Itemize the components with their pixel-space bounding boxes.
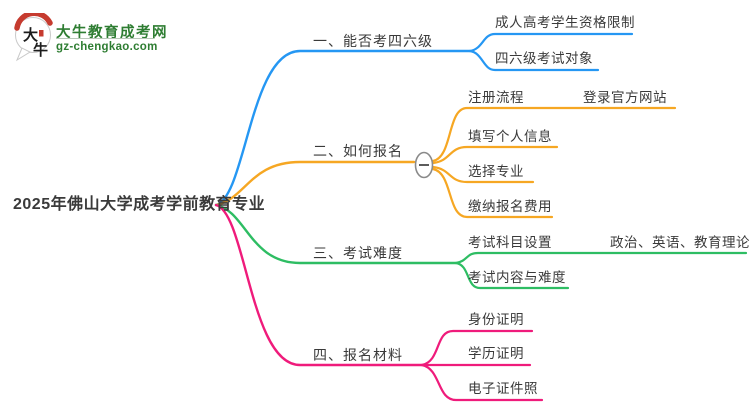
logo-red-seal-icon bbox=[39, 30, 44, 37]
branch2-main-line bbox=[214, 160, 416, 207]
branch3-child1-node: 考试科目设置 bbox=[468, 235, 552, 250]
branch1-child2-node: 四六级考试对象 bbox=[495, 51, 593, 66]
branch2-node: 二、如何报名 bbox=[313, 143, 403, 159]
collapse-button[interactable] bbox=[414, 151, 434, 179]
logo-char-bottom: 牛 bbox=[33, 41, 48, 59]
brand-logo-bubble: 大 牛 bbox=[14, 13, 53, 62]
logo-red-arc-icon bbox=[14, 13, 53, 31]
branch3-child1-line bbox=[454, 251, 748, 265]
branch2-child2-node: 填写个人信息 bbox=[468, 129, 552, 144]
branch-4-lines bbox=[214, 203, 544, 402]
branch1-main-line bbox=[214, 49, 472, 207]
brand-title: 大牛教育成考网 bbox=[56, 25, 168, 41]
branch3-grandchild1-node: 政治、英语、教育理论 bbox=[610, 235, 750, 250]
branch4-child2-node: 学历证明 bbox=[468, 346, 524, 361]
branch2-grandchild1-node: 登录官方网站 bbox=[583, 90, 667, 105]
branch3-node: 三、考试难度 bbox=[313, 245, 403, 261]
logo-bubble-shape bbox=[15, 17, 51, 53]
branch4-child1-node: 身份证明 bbox=[468, 312, 524, 327]
branch4-child3-line bbox=[420, 363, 544, 402]
logo-char-top: 大 bbox=[23, 26, 38, 44]
branch2-child4-line bbox=[431, 167, 554, 219]
branch4-child3-node: 电子证件照 bbox=[468, 381, 538, 396]
branch-3-lines bbox=[214, 203, 748, 290]
branch-2-lines bbox=[214, 106, 677, 219]
branch2-child3-node: 选择专业 bbox=[468, 164, 524, 179]
branch2-child4-node: 缴纳报名费用 bbox=[468, 199, 552, 214]
branch4-node: 四、报名材料 bbox=[313, 347, 403, 363]
brand-url[interactable]: gz-chengkao.com bbox=[56, 41, 158, 53]
logo-bubble-tail bbox=[15, 47, 32, 62]
branch2-child3-line bbox=[431, 165, 535, 184]
branch1-node: 一、能否考四六级 bbox=[313, 33, 433, 49]
branch4-main-line bbox=[214, 203, 424, 367]
root-node: 2025年佛山大学成考学前教育专业 bbox=[13, 196, 266, 213]
branch3-child2-node: 考试内容与难度 bbox=[468, 270, 566, 285]
branch1-child1-line bbox=[468, 32, 634, 53]
branch2-child1-node: 注册流程 bbox=[468, 90, 524, 105]
branch4-child1-line bbox=[420, 329, 534, 367]
branch3-main-line bbox=[214, 203, 458, 265]
brand-divider bbox=[56, 38, 153, 39]
branch-1-lines bbox=[214, 32, 634, 207]
branch1-child1-node: 成人高考学生资格限制 bbox=[495, 15, 635, 30]
branch2-child2-line bbox=[431, 145, 559, 165]
branch2-child1-line bbox=[431, 106, 677, 163]
branch3-child2-line bbox=[454, 261, 570, 290]
branch1-child2-line bbox=[468, 49, 600, 72]
